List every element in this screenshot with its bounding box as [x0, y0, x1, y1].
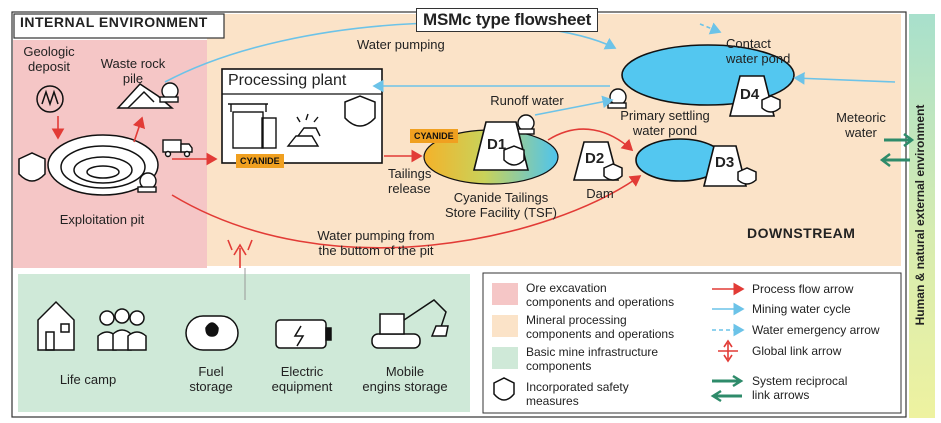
pump-icon — [137, 82, 627, 193]
downstream-label: DOWNSTREAM — [747, 225, 856, 241]
pit-pumping-arrow — [171, 175, 642, 249]
processing-plant-title: Processing plant — [228, 72, 347, 89]
meteoric-water-arrow — [793, 71, 896, 85]
battery-icon — [275, 319, 332, 349]
dam-d3-label: D3 — [715, 154, 735, 171]
dam-label: Dam — [586, 186, 614, 201]
legend-arrow-global — [718, 339, 738, 363]
excavator-icon — [371, 299, 449, 349]
cyanide-badge-plant: CYANIDE — [236, 154, 284, 168]
plant-equipment-icon — [228, 103, 277, 149]
waste-rock-pile-icon — [116, 83, 175, 109]
legend-process-flow-label: Process flow arrow — [752, 282, 854, 296]
dam-shapes — [472, 75, 776, 187]
tsf-to-settling-arrow — [547, 128, 634, 152]
emergency-arrow — [699, 22, 722, 35]
exploitation-pit-label: Exploitation pit — [59, 212, 145, 227]
exploitation-pit-icon — [47, 134, 159, 196]
legend-swatch-processing — [492, 315, 518, 337]
legend-emergency-label: Water emergency arrow — [752, 323, 880, 337]
fuel-tank-icon — [185, 315, 239, 351]
cyanide-badge-tsf: CYANIDE — [410, 129, 458, 143]
global-link-arrow — [227, 239, 253, 268]
pit-to-waste-arrow — [132, 116, 146, 143]
legend-global-link-label: Global link arrow — [752, 344, 842, 358]
dam-d4-label: D4 — [740, 86, 760, 103]
legend-mining-cycle-label: Mining water cycle — [752, 302, 851, 316]
legend-arrow-reciprocal — [710, 374, 744, 403]
runoff-water-label: Runoff water — [490, 93, 564, 108]
legend-swatch-infrastructure — [492, 347, 518, 369]
workers-icon — [97, 308, 147, 351]
geologic-deposit-icon — [36, 85, 64, 113]
flowsheet-title: MSMc type flowsheet — [416, 8, 599, 32]
internal-env-box — [13, 13, 225, 39]
legend-box — [482, 272, 902, 414]
truck-icon — [162, 139, 193, 158]
life-camp-label: Life camp — [59, 372, 117, 387]
house-icon — [37, 300, 75, 351]
runoff-arrow — [534, 95, 614, 116]
dam-d1-label: D1 — [487, 136, 507, 153]
dam-d2-label: D2 — [585, 150, 605, 167]
reciprocal-arrows — [879, 133, 915, 167]
external-environment-band — [909, 14, 935, 418]
water-pumping-label: Water pumping — [357, 37, 445, 52]
water-pumping-arrow — [164, 21, 617, 83]
safety-shield-icon — [18, 95, 781, 401]
gold-bars-icon — [286, 113, 321, 147]
legend-swatch-ore — [492, 283, 518, 305]
internal-environment-label: INTERNAL ENVIRONMENT — [20, 14, 208, 30]
